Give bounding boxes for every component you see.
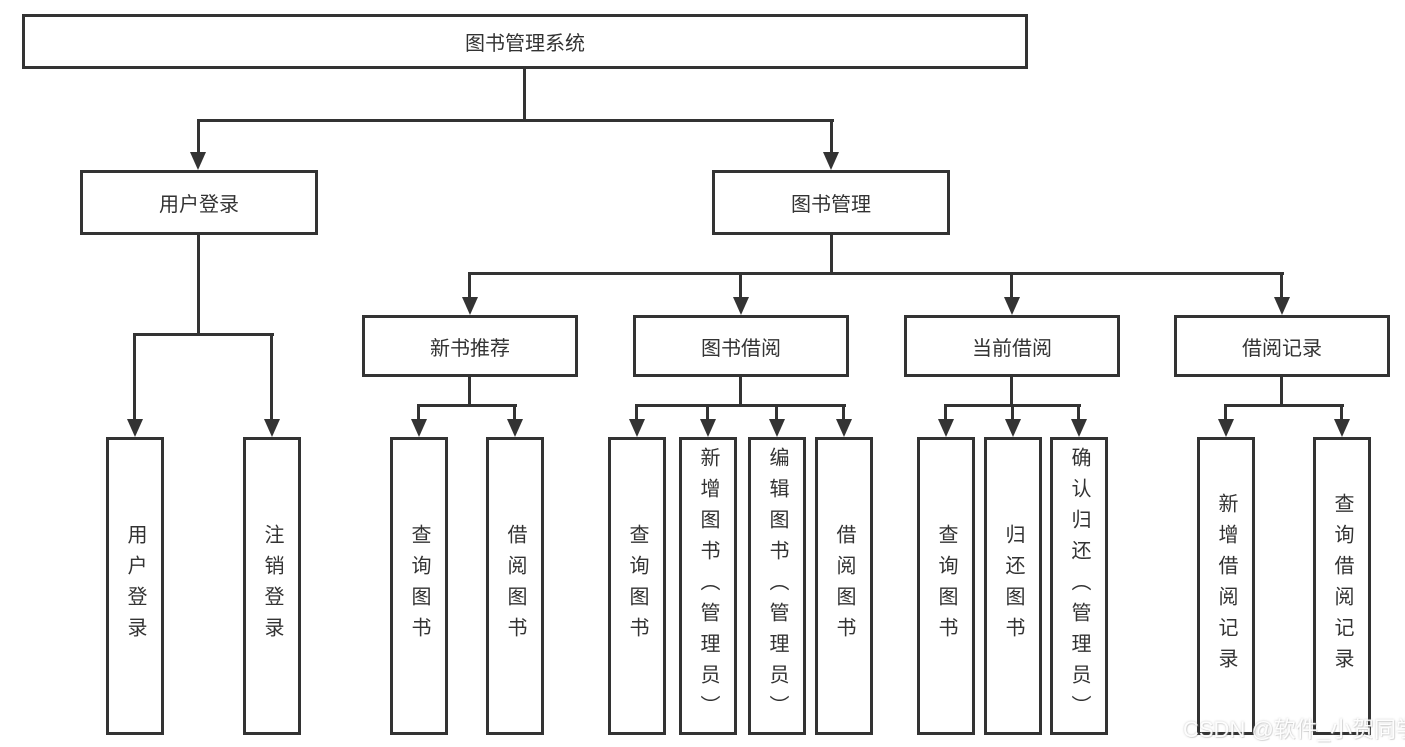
leaf-newbook-borrow-books: 借阅图书 — [486, 437, 544, 735]
node-root-library-system: 图书管理系统 — [22, 14, 1028, 69]
leaf-confirm-return-admin: 确认归还（管理员） — [1050, 437, 1108, 735]
arrowhead-records-leaf2 — [1334, 419, 1350, 437]
connector-records-stub — [1280, 377, 1283, 407]
node-book-management-label: 图书管理 — [791, 194, 871, 216]
connector-currentborrow-leaf2 — [1011, 404, 1014, 421]
leaf-logout-label: 注销登录 — [261, 524, 283, 648]
leaf-confirm-return-admin-label: 确认归还（管理员） — [1068, 446, 1090, 726]
connector-bookborrow-hbar — [635, 404, 846, 407]
arrowhead-leaf-logout — [264, 419, 280, 437]
arrowhead-leaf-login — [127, 419, 143, 437]
leaf-borrow-borrow-books-label: 借阅图书 — [833, 524, 855, 648]
connector-newbook-leaf1 — [417, 404, 420, 421]
connector-currentborrow-stub — [1010, 377, 1013, 407]
leaf-edit-books-admin-label: 编辑图书（管理员） — [766, 446, 788, 726]
arrowhead-newbook-leaf2 — [507, 419, 523, 437]
arrowhead-book-mgmt — [823, 152, 839, 170]
leaf-user-login-label: 用户登录 — [124, 524, 146, 648]
connector-records-hbar — [1224, 404, 1344, 407]
connector-root-hbar — [197, 119, 834, 122]
arrowhead-newbook-leaf1 — [411, 419, 427, 437]
leaf-borrow-query-books: 查询图书 — [608, 437, 666, 735]
node-book-management: 图书管理 — [712, 170, 950, 235]
connector-newbook-hbar — [417, 404, 517, 407]
leaf-newbook-query-books-label: 查询图书 — [408, 524, 430, 648]
arrowhead-new-book — [462, 297, 478, 315]
arrowhead-bookborrow-leaf4 — [836, 419, 852, 437]
connector-newbook-leaf2 — [513, 404, 516, 421]
leaf-user-login: 用户登录 — [106, 437, 164, 735]
leaf-logout: 注销登录 — [243, 437, 301, 735]
connector-to-user-login — [197, 119, 200, 155]
arrowhead-records-leaf1 — [1218, 419, 1234, 437]
node-user-login-label: 用户登录 — [159, 194, 239, 216]
connector-to-new-book — [468, 272, 471, 299]
node-current-borrow: 当前借阅 — [904, 315, 1120, 377]
node-new-book-recommend: 新书推荐 — [362, 315, 578, 377]
leaf-borrow-borrow-books: 借阅图书 — [815, 437, 873, 735]
connector-to-book-mgmt — [830, 119, 833, 155]
leaf-edit-books-admin: 编辑图书（管理员） — [748, 437, 806, 735]
connector-bookmgmt-hbar — [468, 272, 1284, 275]
node-book-borrow: 图书借阅 — [633, 315, 849, 377]
arrowhead-borrow-records — [1274, 297, 1290, 315]
node-root-label: 图书管理系统 — [465, 33, 585, 55]
arrowhead-currentborrow-leaf1 — [938, 419, 954, 437]
node-book-borrow-label: 图书借阅 — [701, 337, 781, 360]
arrowhead-currentborrow-leaf3 — [1071, 419, 1087, 437]
connector-bookborrow-leaf3 — [775, 404, 778, 421]
node-borrow-records: 借阅记录 — [1174, 315, 1390, 377]
connector-newbook-stub — [468, 377, 471, 407]
arrowhead-user-login — [190, 152, 206, 170]
connector-to-leaf-logout — [270, 333, 273, 421]
leaf-add-books-admin-label: 新增图书（管理员） — [697, 446, 719, 726]
connector-to-current-borrow — [1010, 272, 1013, 299]
connector-bookborrow-stub — [739, 377, 742, 407]
connector-userlogin-stub — [197, 235, 200, 336]
arrowhead-bookborrow-leaf1 — [629, 419, 645, 437]
leaf-current-query-books: 查询图书 — [917, 437, 975, 735]
csdn-watermark: CSDN @软件_小贺同学 — [1183, 717, 1405, 742]
leaf-current-query-books-label: 查询图书 — [935, 524, 957, 648]
node-user-login: 用户登录 — [80, 170, 318, 235]
connector-to-borrow-records — [1280, 272, 1283, 299]
arrowhead-current-borrow — [1004, 297, 1020, 315]
leaf-query-borrow-record: 查询借阅记录 — [1313, 437, 1371, 735]
arrowhead-bookborrow-leaf2 — [700, 419, 716, 437]
leaf-add-borrow-record-label: 新增借阅记录 — [1215, 493, 1237, 679]
connector-currentborrow-leaf1 — [944, 404, 947, 421]
connector-to-book-borrow — [739, 272, 742, 299]
leaf-add-books-admin: 新增图书（管理员） — [679, 437, 737, 735]
connector-currentborrow-leaf3 — [1077, 404, 1080, 421]
connector-records-leaf2 — [1340, 404, 1343, 421]
leaf-add-borrow-record: 新增借阅记录 — [1197, 437, 1255, 735]
leaf-return-books: 归还图书 — [984, 437, 1042, 735]
leaf-borrow-query-books-label: 查询图书 — [626, 524, 648, 648]
leaf-newbook-borrow-books-label: 借阅图书 — [504, 524, 526, 648]
connector-records-leaf1 — [1224, 404, 1227, 421]
leaf-return-books-label: 归还图书 — [1002, 524, 1024, 648]
leaf-newbook-query-books: 查询图书 — [390, 437, 448, 735]
connector-to-leaf-login — [133, 333, 136, 421]
connector-bookborrow-leaf4 — [842, 404, 845, 421]
connector-root-stub — [523, 69, 526, 122]
connector-bookborrow-leaf2 — [706, 404, 709, 421]
node-new-book-recommend-label: 新书推荐 — [430, 337, 510, 360]
arrowhead-currentborrow-leaf2 — [1005, 419, 1021, 437]
node-current-borrow-label: 当前借阅 — [972, 337, 1052, 360]
arrowhead-book-borrow — [733, 297, 749, 315]
connector-bookborrow-leaf1 — [635, 404, 638, 421]
connector-bookmgmt-stub — [830, 235, 833, 275]
arrowhead-bookborrow-leaf3 — [769, 419, 785, 437]
leaf-query-borrow-record-label: 查询借阅记录 — [1331, 493, 1353, 679]
connector-userlogin-hbar — [133, 333, 274, 336]
node-borrow-records-label: 借阅记录 — [1242, 337, 1322, 360]
